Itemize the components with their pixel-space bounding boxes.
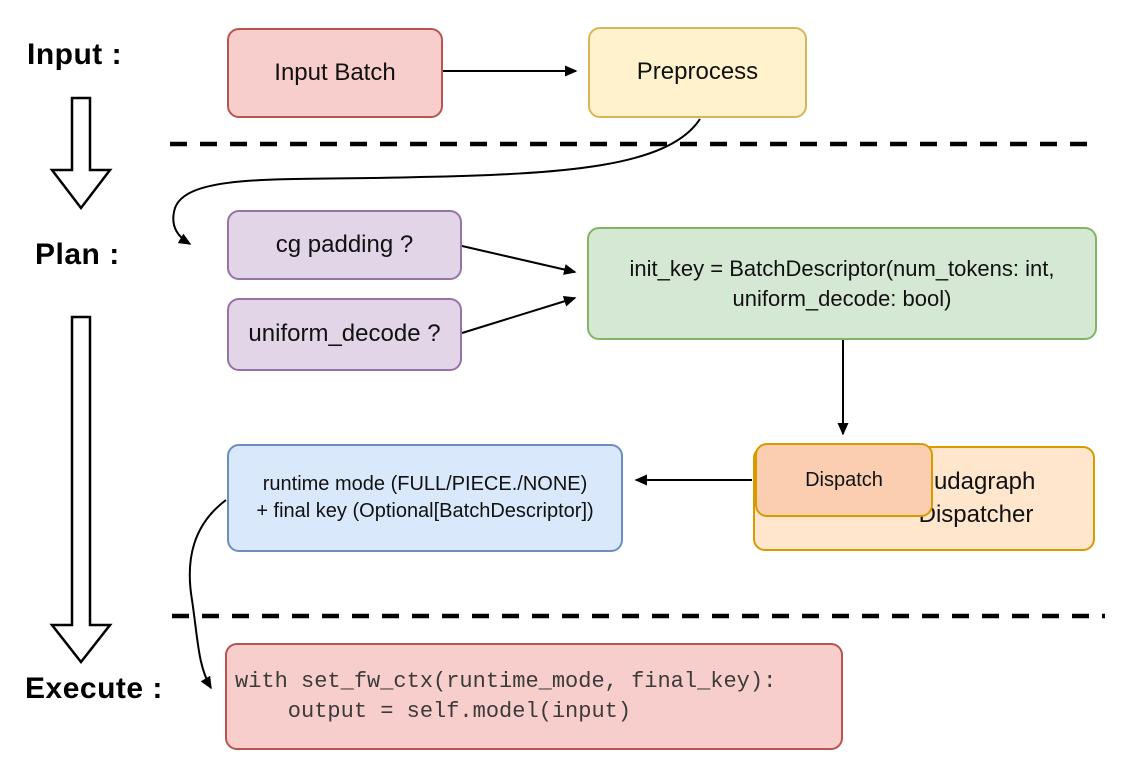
node-runtime-mode-line1: runtime mode (FULL/PIECE./NONE) — [262, 473, 588, 495]
arrow-runtimemode-to-executecode — [188, 499, 227, 690]
node-cudagraph-dispatcher-label: Cudagraph Dispatcher — [916, 468, 1036, 528]
node-dispatch-label: Dispatch — [805, 468, 883, 491]
node-init-key: init_key = BatchDescriptor(num_tokens: i… — [587, 227, 1097, 340]
node-cg-padding-label: cg padding ? — [275, 230, 414, 258]
node-uniform-decode: uniform_decode ? — [227, 298, 462, 371]
node-preprocess: Preprocess — [588, 27, 807, 118]
node-preprocess-label: Preprocess — [636, 58, 759, 86]
arrow-uniformdecode-to-initkey — [461, 296, 577, 334]
node-dispatch: Dispatch — [755, 443, 933, 517]
stage-label-plan: Plan : — [35, 238, 120, 271]
plan-to-execute-arrow — [49, 315, 113, 665]
node-init-key-line1: init_key = BatchDescriptor(num_tokens: i… — [629, 255, 1055, 281]
node-runtime-mode: runtime mode (FULL/PIECE./NONE) + final … — [227, 444, 623, 552]
input-to-plan-arrow — [49, 96, 113, 211]
node-input-batch: Input Batch — [227, 28, 443, 118]
node-uniform-decode-label: uniform_decode ? — [248, 320, 441, 348]
node-init-key-line2: uniform_decode: bool) — [732, 285, 952, 311]
node-input-batch-label: Input Batch — [274, 58, 396, 86]
stage-label-execute: Execute : — [25, 672, 163, 705]
node-execute-code: with set_fw_ctx(runtime_mode, final_key)… — [225, 643, 843, 750]
node-execute-code-line1: with set_fw_ctx(runtime_mode, final_key)… — [235, 668, 777, 694]
node-execute-code-line2: output = self.model(input) — [235, 698, 632, 724]
stage-label-input: Input : — [27, 38, 123, 71]
node-runtime-mode-line2: + final key (Optional[BatchDescriptor]) — [256, 500, 594, 522]
arrow-cgpadding-to-initkey — [461, 245, 577, 275]
node-cg-padding: cg padding ? — [227, 210, 462, 280]
